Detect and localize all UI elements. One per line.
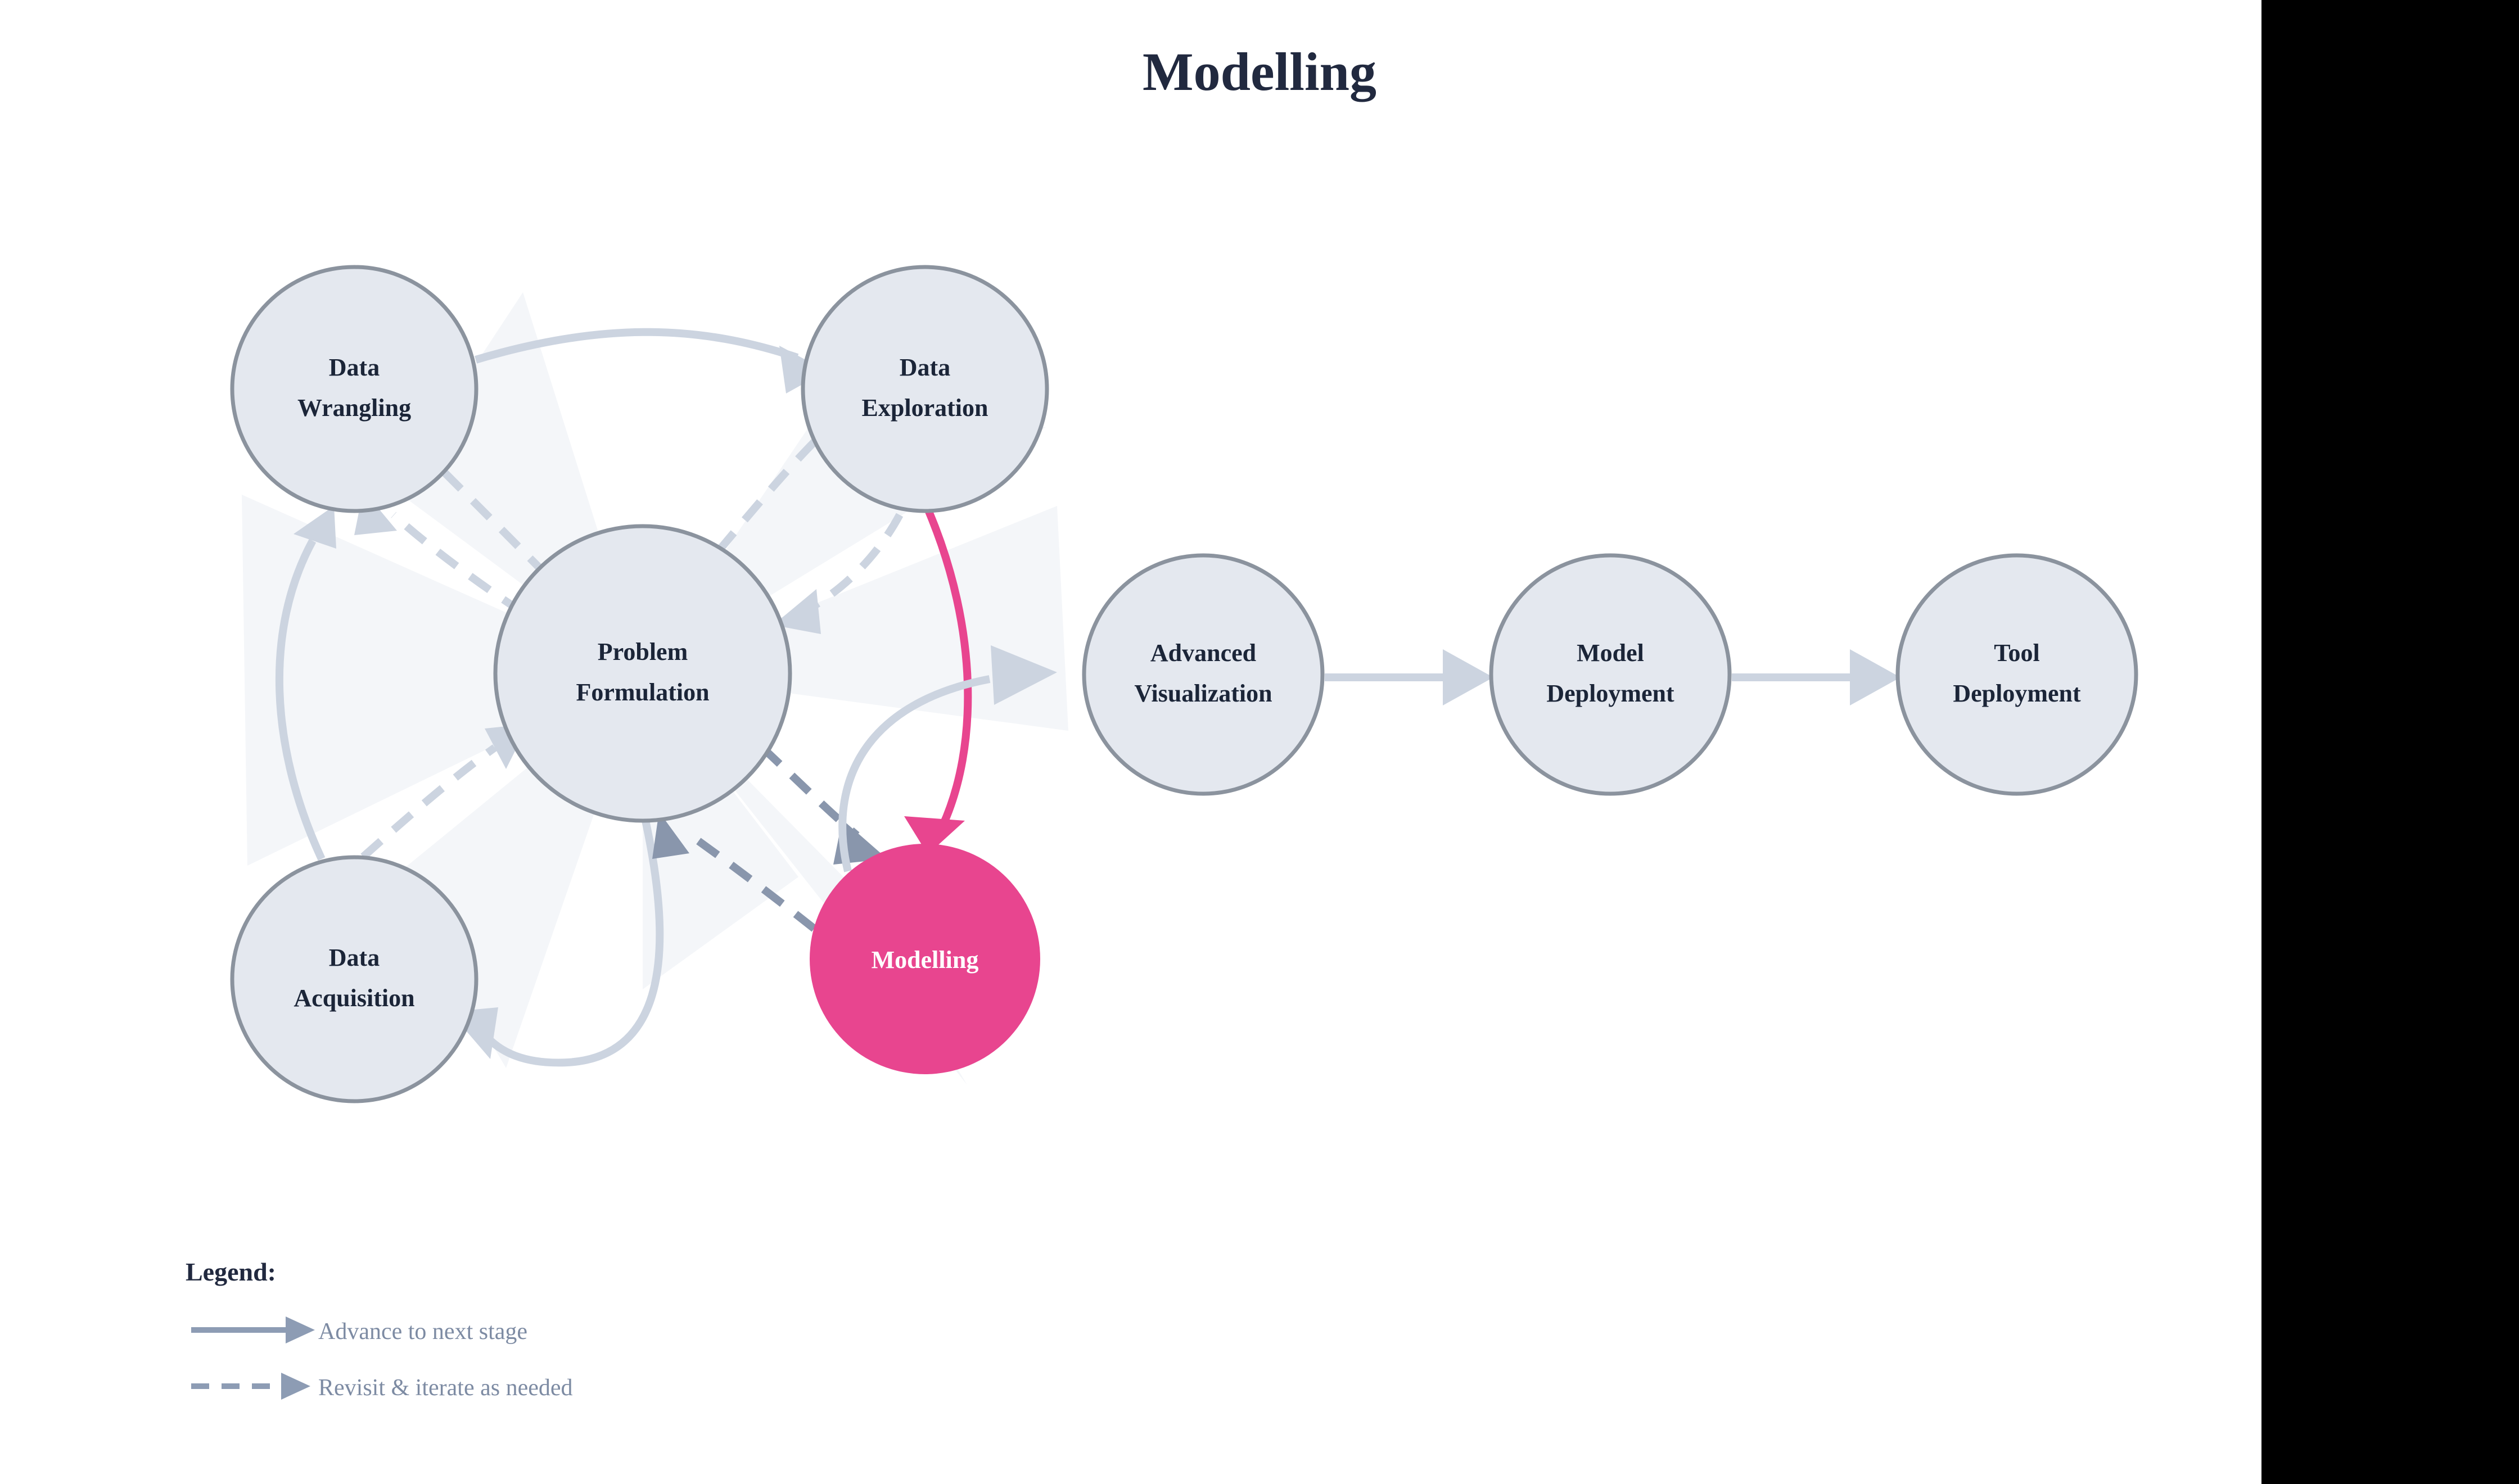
node-label-line2: Wrangling: [297, 394, 411, 422]
node-problem-formulation[interactable]: Problem Formulation: [493, 524, 792, 823]
node-label-line1: Problem: [598, 638, 688, 666]
node-data-wrangling[interactable]: Data Wrangling: [230, 265, 478, 513]
node-label-line2: Exploration: [862, 394, 988, 422]
right-edge-band: [2261, 0, 2519, 1484]
node-label-line2: Formulation: [576, 678, 709, 706]
legend-arrowhead-icon: [286, 1316, 315, 1343]
legend-label-advance: Advance to next stage: [318, 1319, 527, 1345]
node-model-deployment[interactable]: Model Deployment: [1489, 553, 1732, 796]
node-label-line1: Data: [900, 354, 950, 381]
node-label-line2: Visualization: [1134, 680, 1272, 707]
node-label-line1: Data: [329, 354, 380, 381]
legend-item-revisit: Revisit & iterate as needed: [191, 1373, 573, 1401]
legend-heading: Legend:: [186, 1257, 276, 1286]
edge-exploration-to-problem: [773, 513, 904, 634]
legend-item-advance: Advance to next stage: [191, 1316, 527, 1345]
node-label-line2: Deployment: [1546, 680, 1674, 707]
edge-modelling-to-problem: [652, 812, 817, 932]
edge-modelling-to-visualization: [838, 645, 1057, 872]
node-data-exploration[interactable]: Data Exploration: [801, 265, 1049, 513]
node-modelling[interactable]: Modelling: [810, 844, 1040, 1074]
node-label-line1: Modelling: [872, 946, 979, 974]
node-tool-deployment[interactable]: Tool Deployment: [1895, 553, 2138, 796]
legend-label-revisit: Revisit & iterate as needed: [318, 1375, 573, 1401]
node-advanced-visualization[interactable]: Advanced Visualization: [1082, 553, 1325, 796]
node-label-line1: Model: [1577, 639, 1644, 667]
edge-visualization-to-deployment: [1325, 649, 1493, 705]
edge-deployment-to-tool: [1732, 649, 1900, 705]
node-data-acquisition[interactable]: Data Acquisition: [230, 855, 478, 1103]
node-label-line2: Deployment: [1953, 680, 2081, 707]
node-label-line1: Advanced: [1150, 639, 1256, 667]
legend: Legend: Advance to next stage Revisit & …: [186, 1257, 573, 1401]
node-label-line1: Data: [329, 944, 380, 971]
edge-acquisition-to-wrangling: [275, 506, 336, 861]
node-label-line1: Tool: [1994, 639, 2040, 667]
node-label-line2: Acquisition: [294, 984, 414, 1012]
page-title: Modelling: [1143, 42, 1376, 102]
legend-arrowhead-icon: [281, 1373, 310, 1400]
